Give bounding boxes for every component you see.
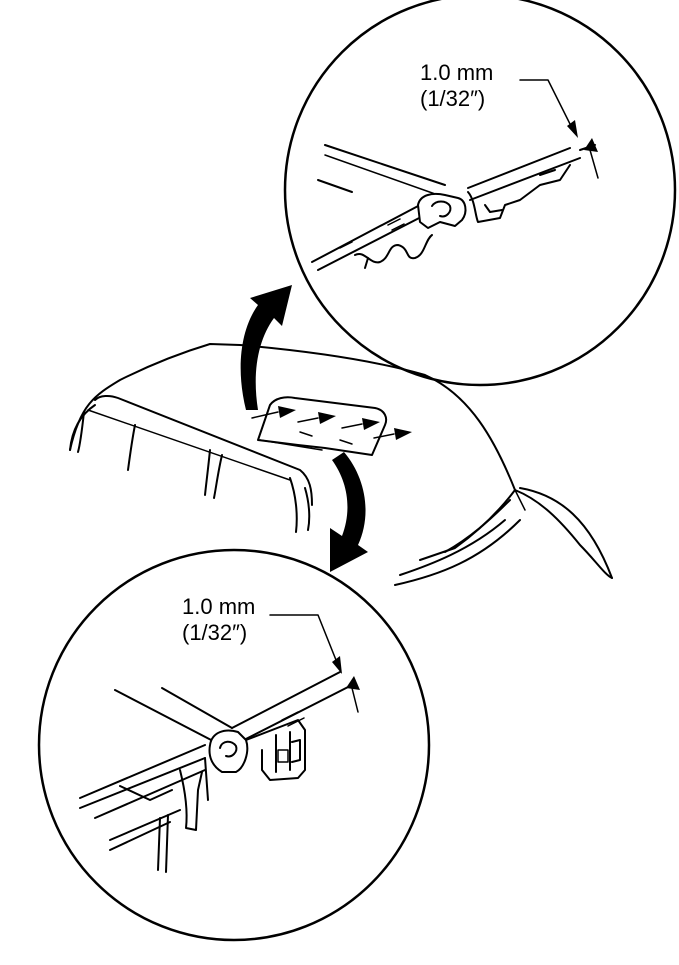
top-measurement-imperial: (1/32″) (420, 86, 485, 111)
bottom-measurement-label: 1.0 mm (182, 594, 255, 619)
rear-window (514, 489, 613, 579)
top-detail-circle (283, 0, 677, 387)
bottom-detail-circle (37, 548, 431, 942)
callout-arrow-down (330, 452, 368, 572)
roof-edge-inner (87, 409, 291, 481)
bottom-measurement-imperial: (1/32″) (182, 620, 247, 645)
roof-edge (94, 394, 313, 506)
roof-outline (69, 343, 516, 491)
slide-arrows (251, 406, 412, 445)
vehicle-roof (69, 343, 613, 586)
bottom-detail: 1.0 mm (1/32″) (37, 548, 431, 942)
top-seal-profile (417, 192, 467, 229)
bottom-seal-profile (208, 729, 249, 773)
top-measurement-label: 1.0 mm (420, 60, 493, 85)
sunroof-outline (257, 396, 388, 456)
callout-arrow-up (240, 285, 292, 410)
sunroof-panel (251, 396, 412, 456)
top-detail: 1.0 mm (1/32″) (283, 0, 677, 387)
